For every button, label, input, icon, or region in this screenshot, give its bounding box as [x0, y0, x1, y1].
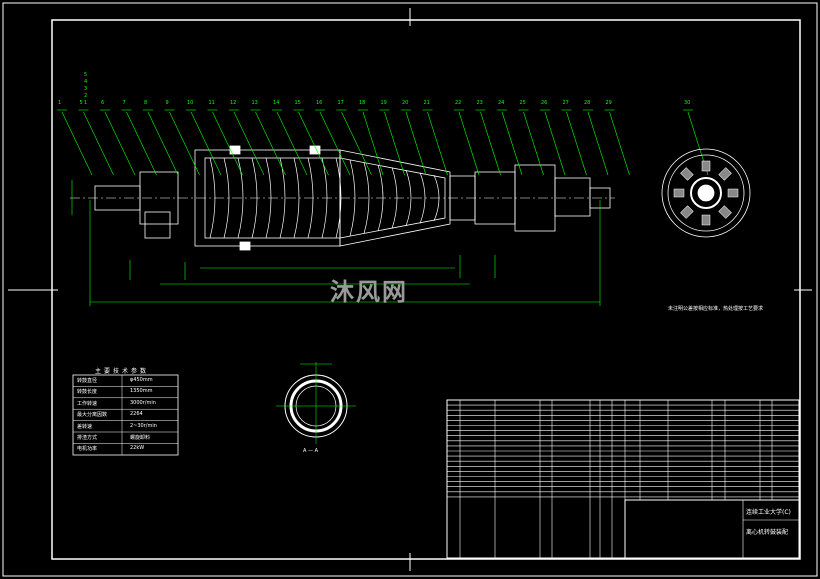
params-table	[72, 374, 179, 456]
param-label: 转鼓长度	[77, 389, 98, 396]
part-number-balloon: 22	[455, 100, 462, 106]
part-number-balloon: 30	[684, 100, 691, 106]
param-value: φ450mm	[130, 377, 153, 383]
part-number-balloon: 5	[79, 100, 83, 106]
centrifuge-assembly	[70, 145, 615, 251]
part-number-balloon: 17	[337, 100, 344, 106]
part-number-balloon: 15	[294, 100, 301, 106]
part-number-balloon: 1	[58, 100, 62, 106]
leader-lines	[57, 109, 709, 176]
part-number-balloon: 16	[316, 100, 323, 106]
params-table-title: 主要技术参数	[95, 368, 150, 375]
bom-title-block	[446, 399, 800, 559]
section-a-a	[276, 362, 356, 444]
param-label: 最大分离因数	[77, 412, 108, 419]
section-label: A — A	[303, 448, 319, 454]
param-value: 1350mm	[130, 388, 153, 395]
part-number-balloon: 9	[165, 100, 169, 106]
part-number-balloon: 20	[402, 100, 409, 106]
param-label: 差转速	[77, 423, 93, 430]
part-number-balloon: 3	[84, 86, 88, 92]
param-value: 2~30r/min	[130, 422, 157, 429]
part-number-balloon: 25	[519, 100, 526, 106]
part-number-balloon: 10	[187, 100, 194, 106]
part-number-balloon: 14	[273, 100, 280, 106]
part-number-balloon: 7	[122, 100, 126, 106]
part-number-balloon: 23	[476, 100, 483, 106]
part-number-balloon: 27	[562, 100, 569, 106]
param-value: 3000r/min	[130, 399, 156, 406]
param-label: 排渣方式	[77, 435, 98, 441]
part-number-balloon: 2	[84, 93, 88, 99]
part-number-balloon: 26	[541, 100, 548, 106]
drawing-note: 未注明公差按相应标准，热处理按工艺要求	[668, 306, 764, 312]
part-number-balloon: 29	[605, 100, 612, 106]
title-block-name: 连续工业大学(C)	[746, 509, 791, 516]
part-number-balloon: 18	[359, 100, 366, 106]
param-value: 2264	[130, 411, 143, 418]
param-label: 转鼓直径	[77, 378, 98, 384]
part-number-balloon: 8	[144, 100, 148, 106]
center-marks	[8, 8, 812, 571]
param-label: 电机功率	[77, 446, 98, 453]
part-number-balloon: 19	[380, 100, 387, 106]
title-block-title: 离心机转鼓装配	[746, 529, 789, 536]
part-number-balloon: 28	[584, 100, 591, 106]
part-number-balloon: 4	[84, 79, 88, 85]
part-number-balloon: 1	[84, 100, 88, 106]
part-number-balloon: 5	[84, 72, 88, 78]
end-view	[661, 148, 751, 238]
part-number-balloon: 12	[230, 100, 237, 106]
part-number-balloon: 21	[423, 100, 430, 106]
param-label: 工作转速	[77, 400, 98, 407]
part-number-balloon: 11	[208, 100, 215, 106]
part-number-balloon: 6	[101, 100, 105, 106]
param-value: 螺旋卸料	[130, 435, 151, 441]
part-number-balloon: 24	[498, 100, 505, 106]
dimension-lines	[71, 180, 601, 306]
part-number-balloon: 13	[251, 100, 258, 106]
param-value: 22kW	[130, 445, 145, 452]
watermark: 沐风网	[330, 278, 408, 306]
screw-conveyor-flights	[209, 157, 440, 239]
